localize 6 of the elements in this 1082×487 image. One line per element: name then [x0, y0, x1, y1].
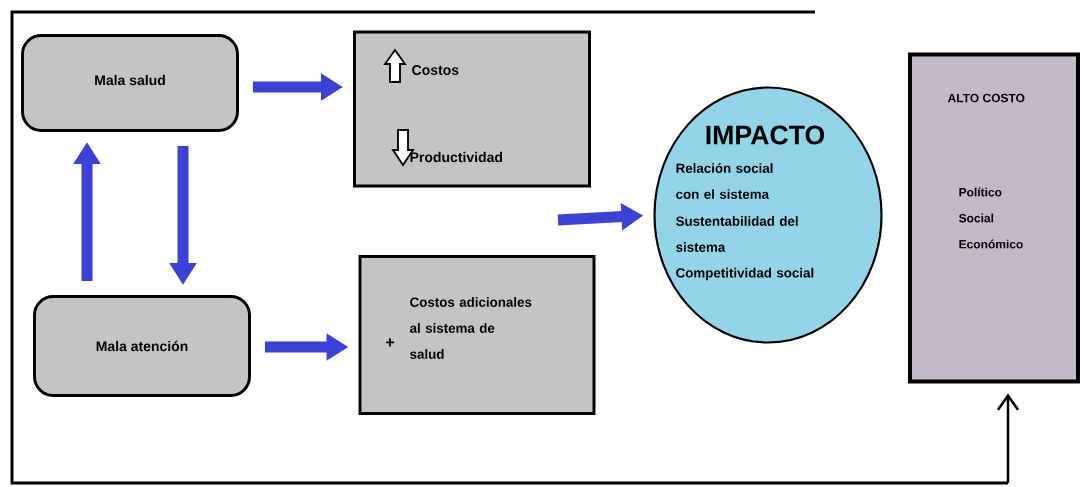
rounded-box: Mala salud	[21, 34, 239, 132]
process-box: ALTO COSTO Político Social Económico	[908, 52, 1080, 384]
process-box: + Costos adicionales al sistema de salud	[358, 255, 596, 415]
arrow	[997, 393, 1020, 483]
process-box: Costos Productividad	[353, 30, 591, 188]
rounded-box: Mala atención	[33, 295, 251, 397]
